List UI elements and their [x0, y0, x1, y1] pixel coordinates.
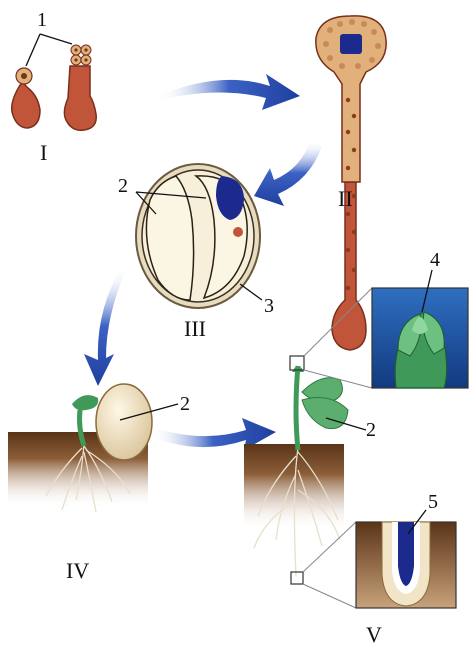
- callout-1-line-b: [40, 34, 72, 44]
- stage-four-germination: 2 IV: [8, 384, 190, 583]
- callout-1: 1: [37, 9, 47, 31]
- callout-3: 3: [264, 295, 274, 317]
- stage-label-iv: IV: [66, 558, 89, 583]
- callout-4: 4: [430, 249, 440, 271]
- stage-three-seed: 2 3 III: [118, 164, 274, 341]
- hook-iv: [72, 395, 98, 410]
- meristem-core: [340, 34, 362, 54]
- hypocotyl-iv: [80, 410, 85, 446]
- stage-label-v: V: [366, 622, 382, 647]
- arrow-iii-to-iv: [84, 266, 126, 386]
- stage-label-ii: II: [338, 186, 353, 211]
- stage-one-embryos: 1 I: [12, 9, 97, 165]
- seed-iv: [96, 384, 152, 460]
- stage-label-iii: III: [184, 316, 206, 341]
- proembryo-body: [64, 66, 96, 130]
- radicle: [233, 227, 243, 237]
- root-meristem: [398, 522, 414, 586]
- arrow-ii-to-iii: [254, 140, 322, 206]
- callout-5: 5: [428, 491, 438, 513]
- callout-2-plant: 2: [366, 419, 376, 441]
- callout-1-line-a: [26, 34, 40, 66]
- inset-shoot-apex: 4: [304, 249, 468, 388]
- arrow-i-to-ii: [158, 74, 300, 110]
- callout-3-line: [240, 284, 262, 300]
- apex-v: [292, 366, 304, 372]
- leaf-v-lower: [302, 398, 348, 429]
- zoom-box-root: [291, 572, 303, 584]
- stem-v: [296, 366, 298, 450]
- stage-label-i: I: [40, 140, 47, 165]
- callout-2-seedling: 2: [180, 393, 190, 415]
- callout-2-seed: 2: [118, 175, 128, 197]
- small-embryo-body: [12, 82, 40, 128]
